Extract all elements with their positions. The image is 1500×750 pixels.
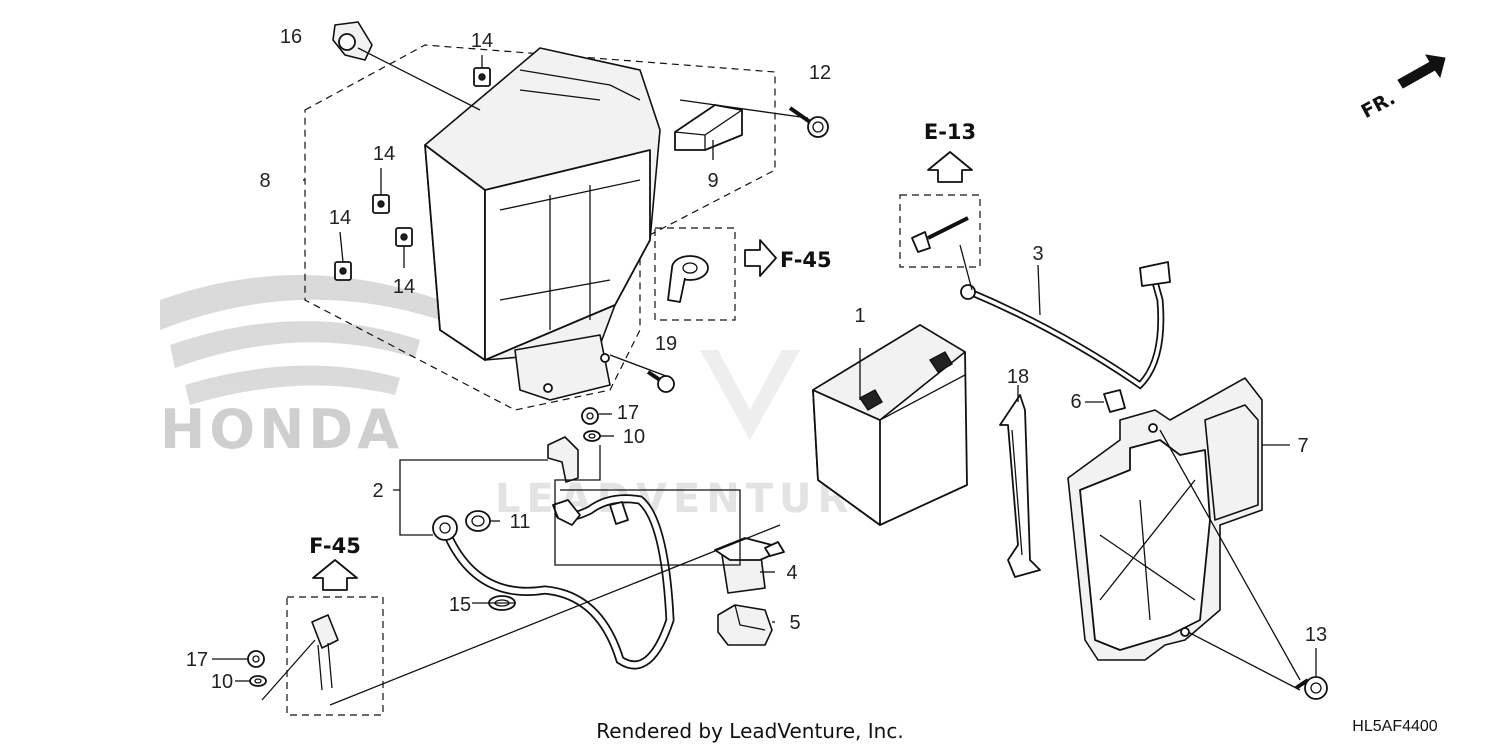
callout-10-a: 10 [623,426,645,448]
clip-part-16 [332,21,373,61]
battery-part-1 [812,324,968,526]
callout-19: 19 [655,333,677,355]
callout-3: 3 [1032,243,1043,265]
leader-lines [212,47,1317,706]
bolt-part-12 [788,106,829,138]
callout-14-c: 14 [329,207,351,229]
callout-16: 16 [280,26,302,48]
front-direction-label: FR. [1358,87,1399,123]
bolt-part-19 [646,370,675,393]
battery-cable-part-2 [432,436,675,670]
callout-14-b: 14 [373,143,395,165]
reference-e13: E-13 [924,120,976,144]
diagram-code: HL5AF4400 [1352,718,1437,735]
callout-17-a: 17 [617,402,639,424]
callout-6: 6 [1070,391,1081,413]
nut-part-17-a [581,407,599,425]
callout-11: 11 [510,511,531,533]
clip-nut-14-a [473,67,491,87]
reference-f45-bottom: F-45 [309,534,361,558]
callout-14-a: 14 [471,30,493,52]
callout-17-b: 17 [186,649,208,671]
honda-watermark-wing [160,275,440,405]
nut-part-17-b [247,650,265,668]
washer-part-10-a [583,430,601,442]
front-direction-arrow [1397,54,1446,89]
clip-nut-14-c [395,227,413,247]
callout-5: 5 [789,612,800,634]
footer-credit: Rendered by LeadVenture, Inc. [596,719,903,743]
callout-7: 7 [1297,435,1308,457]
washer-part-10-b [249,675,267,687]
battery-strap-part-18 [999,394,1041,578]
f45-right-arrow-top [744,239,777,277]
callout-1: 1 [854,305,865,327]
clip-part-6 [1103,389,1126,413]
clamp-f45-top [667,255,709,303]
callout-14-d: 14 [393,276,415,298]
battery-box [424,47,661,401]
connector-f45-bottom [311,614,339,691]
callout-12: 12 [809,62,831,84]
callout-9: 9 [707,170,718,192]
callout-15: 15 [449,594,471,616]
relay-cover-part-5 [717,604,773,646]
reference-f45-top: F-45 [780,248,832,272]
e13-detail-box [899,194,981,268]
bolt-e13 [911,216,969,253]
f45-detail-box-top [654,227,736,321]
e13-up-arrow [927,151,973,183]
callout-4: 4 [786,562,797,584]
callout-18: 18 [1007,366,1029,388]
honda-watermark-text: HONDA [160,398,403,461]
battery-cable-part-3 [960,261,1171,390]
callout-2: 2 [372,480,383,502]
grommet-part-11 [465,510,491,532]
bolt-part-13 [1294,676,1328,700]
pad-part-9 [674,104,743,151]
clip-nut-14-b [372,194,390,214]
battery-tray-part-7 [1067,377,1263,661]
callout-10-b: 10 [211,671,233,693]
starter-relay-part-4 [714,537,785,594]
f45-detail-box-bottom [286,596,384,716]
f45-up-arrow-bottom [312,559,358,591]
callout-8: 8 [259,170,270,192]
callout-13: 13 [1305,624,1327,646]
clip-nut-14-d [334,261,352,281]
leadventure-watermark-logo [700,350,800,440]
battery-box-group-outline [304,44,776,411]
